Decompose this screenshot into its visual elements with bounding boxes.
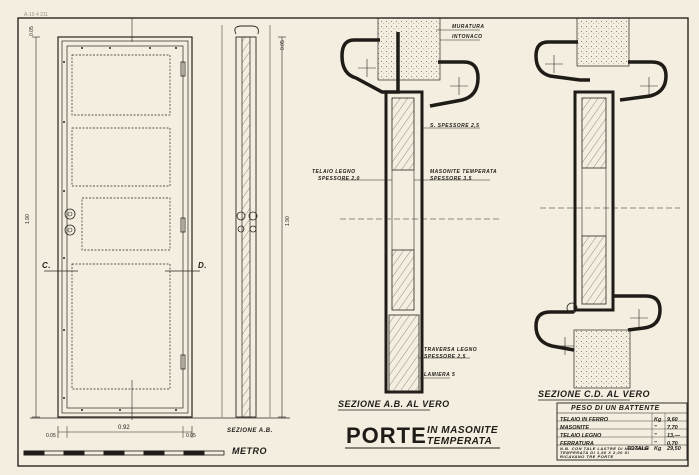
side-top-dimension: 0.05 xyxy=(280,40,286,50)
table-note-line1: N.B. CON TALE LASTRE DI MASONITE xyxy=(560,446,650,451)
annotation-muratura: MURATURA xyxy=(452,24,485,30)
archive-stamp: A-10 4 211 xyxy=(24,12,49,18)
row-label: MASONITE xyxy=(560,425,590,431)
section-cd xyxy=(534,17,680,389)
height-dimension: 1.90 xyxy=(25,214,31,224)
side-height-dimension: 1.90 xyxy=(285,216,291,226)
elevation-label-d: D. xyxy=(198,261,207,270)
top-dimension-left: 0.05 xyxy=(29,26,35,36)
row-label: FERRATURA xyxy=(560,441,594,447)
section-cd-title: SEZIONE C.D. AL VERO xyxy=(538,389,651,399)
jamb-dimension-right: 0.05 xyxy=(186,433,196,439)
annotation-intonaco: INTONACO xyxy=(452,34,483,40)
drawing-title-line2: TEMPERATA xyxy=(427,436,493,447)
scale-label: METRO xyxy=(232,446,267,456)
row-value: 13,— xyxy=(667,433,681,439)
side-section xyxy=(221,25,286,418)
annotation-traversa-spessore: SPESSORE 2,5 xyxy=(424,354,466,360)
annotation-masonite-spessore: SPESSORE 3,5 xyxy=(430,176,472,182)
annotation-masonite: MASONITE TEMPERATA xyxy=(430,169,498,175)
annotation-spessore-top: S. SPESSORE 2,5 xyxy=(430,123,480,129)
annotation-lamiera: LAMIERA 5 xyxy=(424,372,456,378)
row-unit: " xyxy=(654,433,657,439)
elevation-screw-marks xyxy=(63,47,177,411)
annotation-traversa: TRAVERSA LEGNO xyxy=(424,347,478,353)
table-note-line2: TEMPERATA DI 1,80 X 2,00 SI xyxy=(560,450,630,455)
total-label: TOTALE xyxy=(627,446,649,452)
weight-table: PESO DI UN BATTENTE TELAIO IN FERRO Kg 9… xyxy=(557,403,687,460)
row-unit: Kg xyxy=(654,417,662,423)
width-dimension: 0.92 xyxy=(118,425,130,431)
table-total-row: TOTALE Kg 29,50 xyxy=(557,445,687,452)
weight-table-header: PESO DI UN BATTENTE xyxy=(571,405,660,412)
side-section-label: SEZIONE A.B. xyxy=(227,428,273,434)
jamb-dimension-left: 0.05 xyxy=(46,433,56,439)
row-value: 7,70 xyxy=(667,425,678,431)
drawing-title: PORTE xyxy=(346,423,427,448)
elevation-label-c: C. xyxy=(42,261,51,270)
drawing-title-line1: IN MASONITE xyxy=(427,425,499,436)
table-row: MASONITE " 7,70 xyxy=(557,424,687,432)
row-value: 0,70 xyxy=(667,441,678,447)
section-ab-title: SEZIONE A.B. AL VERO xyxy=(338,399,450,409)
annotation-telaio-spessore: SPESSORE 2,0 xyxy=(318,176,360,182)
row-unit: " xyxy=(654,425,657,431)
row-unit: " xyxy=(654,441,657,447)
section-ab xyxy=(340,17,500,394)
total-value: 29,50 xyxy=(667,446,681,452)
row-label: TELAIO LEGNO xyxy=(560,433,602,439)
scale-bar xyxy=(23,450,225,456)
table-note-line3: RICAVANO TRE PORTE xyxy=(560,454,614,459)
annotation-telaio: TELAIO LEGNO xyxy=(312,169,356,175)
table-row: FERRATURA " 0,70 xyxy=(557,440,687,448)
weight-table-grid xyxy=(556,402,688,461)
table-row: TELAIO IN FERRO Kg 9,60 xyxy=(557,416,687,424)
sheet-border xyxy=(17,17,689,467)
total-unit: Kg xyxy=(654,446,662,452)
door-elevation xyxy=(30,18,290,438)
row-label: TELAIO IN FERRO xyxy=(560,417,608,423)
row-value: 9,60 xyxy=(667,417,678,423)
table-row: TELAIO LEGNO " 13,— xyxy=(557,432,687,440)
